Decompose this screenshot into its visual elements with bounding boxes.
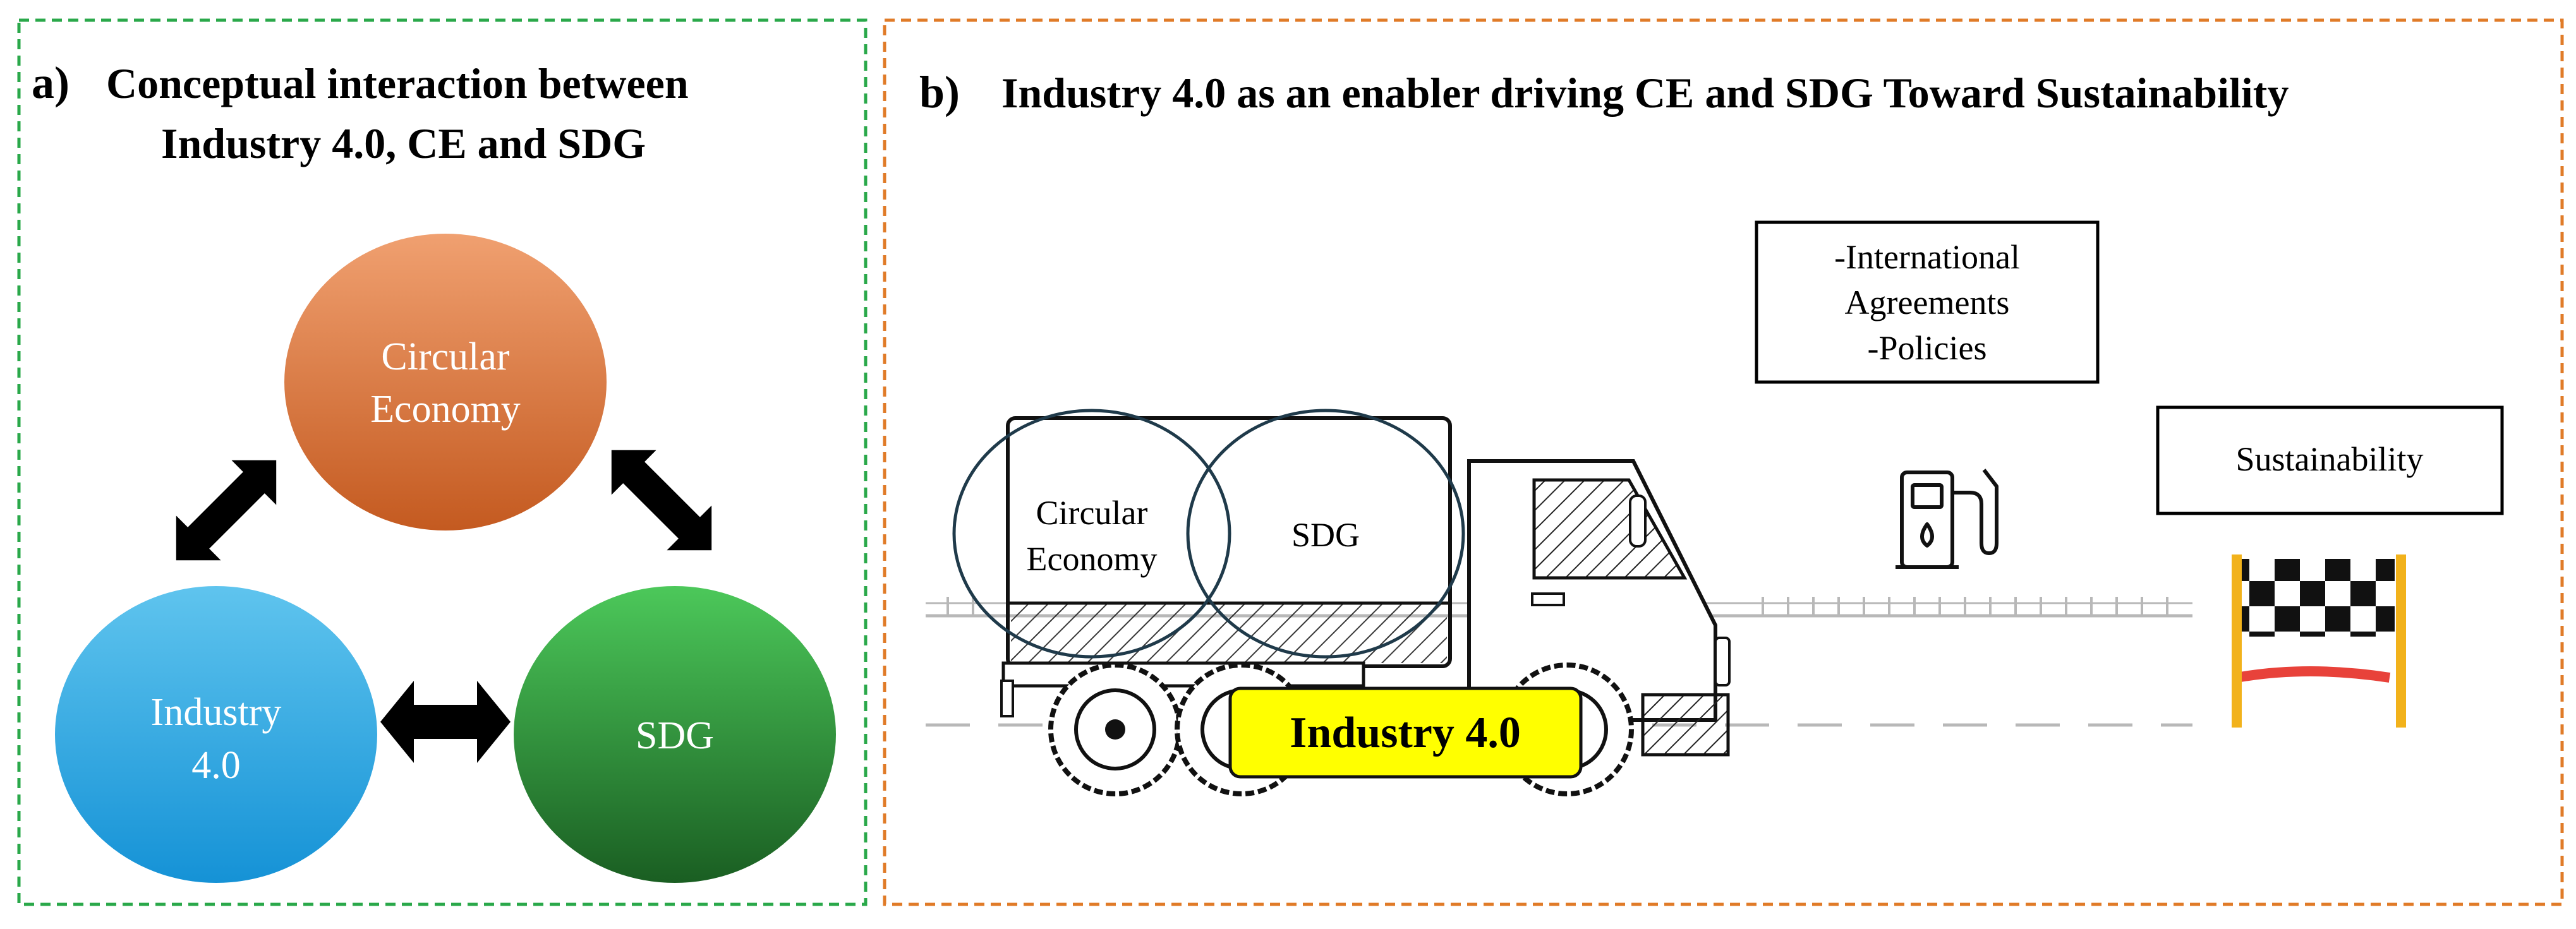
double-arrow-icon bbox=[176, 460, 277, 561]
double-arrow-icon bbox=[380, 681, 511, 763]
industry-circle-line1: Industry bbox=[151, 691, 282, 734]
truck-wheel bbox=[1048, 662, 1182, 796]
panel-a: a) Conceptual interaction between Indust… bbox=[17, 18, 868, 906]
policy-line2: Agreements bbox=[1845, 284, 2010, 321]
double-arrow-icon bbox=[611, 450, 712, 551]
truck: Circular Economy SDG Industry 4.0 bbox=[952, 409, 1731, 796]
circular-economy-circle: Circular Economy bbox=[284, 234, 607, 530]
industry-label-box: Industry 4.0 bbox=[1228, 686, 1583, 779]
ce-circle: Circular Economy bbox=[952, 409, 1231, 659]
truck-cargo-base bbox=[1011, 603, 1447, 663]
finish-flag-icon bbox=[2232, 554, 2406, 728]
policy-line1: -International bbox=[1834, 238, 2020, 276]
panel-b-letter: b) bbox=[919, 67, 960, 117]
sdg-circle-label: SDG bbox=[636, 714, 714, 757]
panel-a-border bbox=[17, 18, 868, 906]
panel-a-heading-line1: Conceptual interaction between bbox=[106, 59, 689, 107]
sustainability-label: Sustainability bbox=[2236, 440, 2424, 478]
sdg-outline-label: SDG bbox=[1291, 516, 1360, 554]
sustainability-box: Sustainability bbox=[2156, 405, 2504, 515]
panel-b: b) Industry 4.0 as an enabler driving CE… bbox=[883, 18, 2564, 906]
circular-economy-line1: Circular bbox=[381, 335, 509, 378]
panel-a-letter: a) bbox=[32, 57, 70, 108]
panel-b-border bbox=[883, 18, 2564, 906]
panel-a-heading-line2: Industry 4.0, CE and SDG bbox=[161, 119, 646, 167]
panel-b-heading: Industry 4.0 as an enabler driving CE an… bbox=[1001, 69, 2289, 117]
industry-circle: Industry 4.0 bbox=[55, 586, 377, 883]
fuel-pump-icon bbox=[1896, 469, 1999, 569]
ce-circle-line1: Circular bbox=[1036, 494, 1148, 532]
circular-economy-line2: Economy bbox=[370, 388, 521, 431]
sdg-circle: SDG bbox=[514, 586, 836, 883]
sdg-circle-outline: SDG bbox=[1186, 409, 1465, 659]
truck-window bbox=[1532, 478, 1688, 580]
ce-circle-line2: Economy bbox=[1027, 540, 1158, 578]
industry-label: Industry 4.0 bbox=[1290, 709, 1521, 757]
industry-circle-line2: 4.0 bbox=[191, 744, 241, 787]
policy-box: -International Agreements -Policies bbox=[1755, 220, 2100, 384]
policy-line3: -Policies bbox=[1868, 329, 1987, 367]
